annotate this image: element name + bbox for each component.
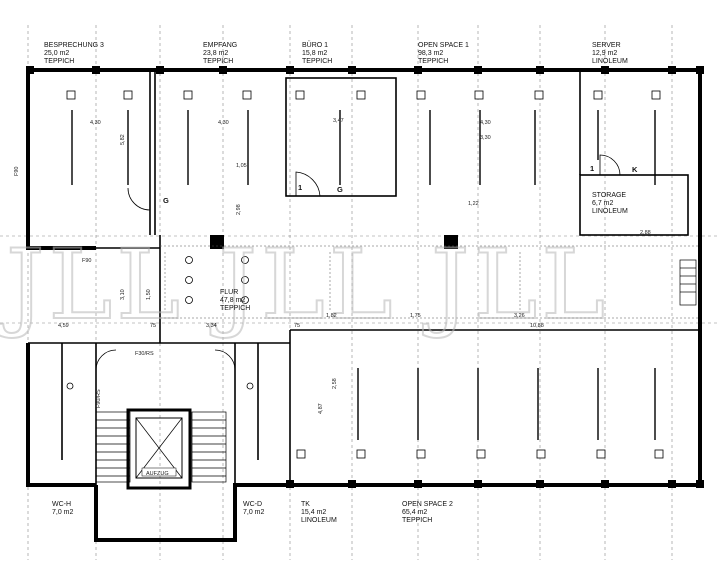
door-markers: G G K 1 1: [163, 164, 638, 205]
room-name-server: SERVER: [592, 42, 621, 49]
room-floor-openspace1: TEPPICH: [418, 58, 448, 65]
room-name-tk: TK: [301, 501, 310, 508]
corridor-hatch: [160, 245, 700, 319]
room-name-empfang: EMPFANG: [203, 42, 237, 49]
dimension: 75: [294, 323, 300, 329]
dimension: 4,30: [218, 120, 229, 126]
door-label-k: K: [632, 165, 638, 174]
fire-rating-labels: F90 F90 F30/RS F90/RS: [14, 167, 154, 408]
room-area-tk: 15,4 m2: [301, 509, 326, 516]
room-area-buero1: 15,8 m2: [302, 50, 327, 57]
dimension: 1,82: [326, 313, 337, 319]
dimension: 4,59: [58, 323, 69, 329]
door-label-1a: 1: [298, 183, 302, 192]
elevator-label: AUFZUG: [146, 471, 169, 477]
room-floor-flur: TEPPICH: [220, 305, 250, 312]
dimension: 4,30: [90, 120, 101, 126]
dimension: 3,10: [120, 289, 126, 300]
room-area-server: 12,9 m2: [592, 50, 617, 57]
room-name-openspace2: OPEN SPACE 2: [402, 501, 453, 508]
room-area-wcd: 7,0 m2: [243, 509, 265, 516]
room-floor-empfang: TEPPICH: [203, 58, 233, 65]
dimension: 75: [150, 323, 156, 329]
room-name-buero1: BÜRO 1: [302, 41, 328, 49]
room-area-wch: 7,0 m2: [52, 509, 74, 516]
label-f90-left: F90: [14, 167, 20, 176]
room-area-openspace1: 98,3 m2: [418, 50, 443, 57]
dimension: 10,88: [530, 323, 544, 329]
rooms-top: BESPRECHUNG 3 25,0 m2 TEPPICH EMPFANG 23…: [44, 41, 628, 65]
rooms-bottom: WC-H 7,0 m2 WC-D 7,0 m2 TK 15,4 m2 LINOL…: [52, 501, 453, 524]
structural-columns: [26, 66, 704, 488]
elevator-shaft: [126, 408, 192, 490]
dimension: 2,88: [640, 230, 651, 236]
room-name-besprechung: BESPRECHUNG 3: [44, 42, 104, 49]
door-label-g1: G: [163, 196, 169, 205]
ceiling-outlets: [66, 90, 664, 459]
room-storage: STORAGE 6,7 m2 LINOLEUM: [592, 192, 628, 215]
watermark: JLL JLL JLL: [0, 229, 609, 341]
staircase: [95, 259, 697, 483]
dimension-labels: 4,30 4,30 3,47 4,30 3,30 1,05 2,98 1,22 …: [58, 118, 651, 414]
dimension: 2,98: [236, 204, 242, 215]
room-name-wch: WC-H: [52, 501, 71, 508]
dimension: 4,30: [480, 120, 491, 126]
dimension: 3,34: [206, 323, 217, 329]
door-swings: [95, 154, 621, 371]
dimension: 1,22: [468, 201, 479, 207]
room-flur: FLUR 47,8 m2 TEPPICH: [220, 289, 250, 312]
room-floor-openspace2: TEPPICH: [402, 517, 432, 524]
room-area-empfang: 23,8 m2: [203, 50, 228, 57]
room-name-flur: FLUR: [220, 289, 238, 296]
dimension: 3,30: [480, 135, 491, 141]
room-area-openspace2: 65,4 m2: [402, 509, 427, 516]
dimension: 4,87: [318, 403, 324, 414]
label-f30-door: F30/RS: [135, 351, 154, 357]
room-floor-storage: LINOLEUM: [592, 208, 628, 215]
dimension: 1,05: [236, 163, 247, 169]
dimension: 2,58: [332, 378, 338, 389]
room-floor-server: LINOLEUM: [592, 58, 628, 65]
room-name-wcd: WC-D: [243, 501, 262, 508]
dimension: 5,82: [120, 134, 126, 145]
dimension: 3,47: [333, 118, 344, 124]
room-floor-buero1: TEPPICH: [302, 58, 332, 65]
interior-walls: [28, 70, 700, 485]
room-floor-besprechung: TEPPICH: [44, 58, 74, 65]
room-area-storage: 6,7 m2: [592, 200, 614, 207]
label-f90-door: F90/RS: [96, 389, 102, 408]
dimension: 1,75: [410, 313, 421, 319]
round-fixtures: [66, 256, 254, 390]
dimension: 3,26: [514, 313, 525, 319]
door-label-g2: G: [337, 185, 343, 194]
room-area-besprechung: 25,0 m2: [44, 50, 69, 57]
room-name-storage: STORAGE: [592, 192, 626, 199]
door-label-1b: 1: [590, 164, 594, 173]
room-area-flur: 47,8 m2: [220, 297, 245, 304]
label-f90-mid: F90: [82, 258, 91, 264]
dimension: 1,50: [146, 289, 152, 300]
room-name-openspace1: OPEN SPACE 1: [418, 42, 469, 49]
room-floor-tk: LINOLEUM: [301, 517, 337, 524]
light-fixtures: [71, 110, 656, 440]
